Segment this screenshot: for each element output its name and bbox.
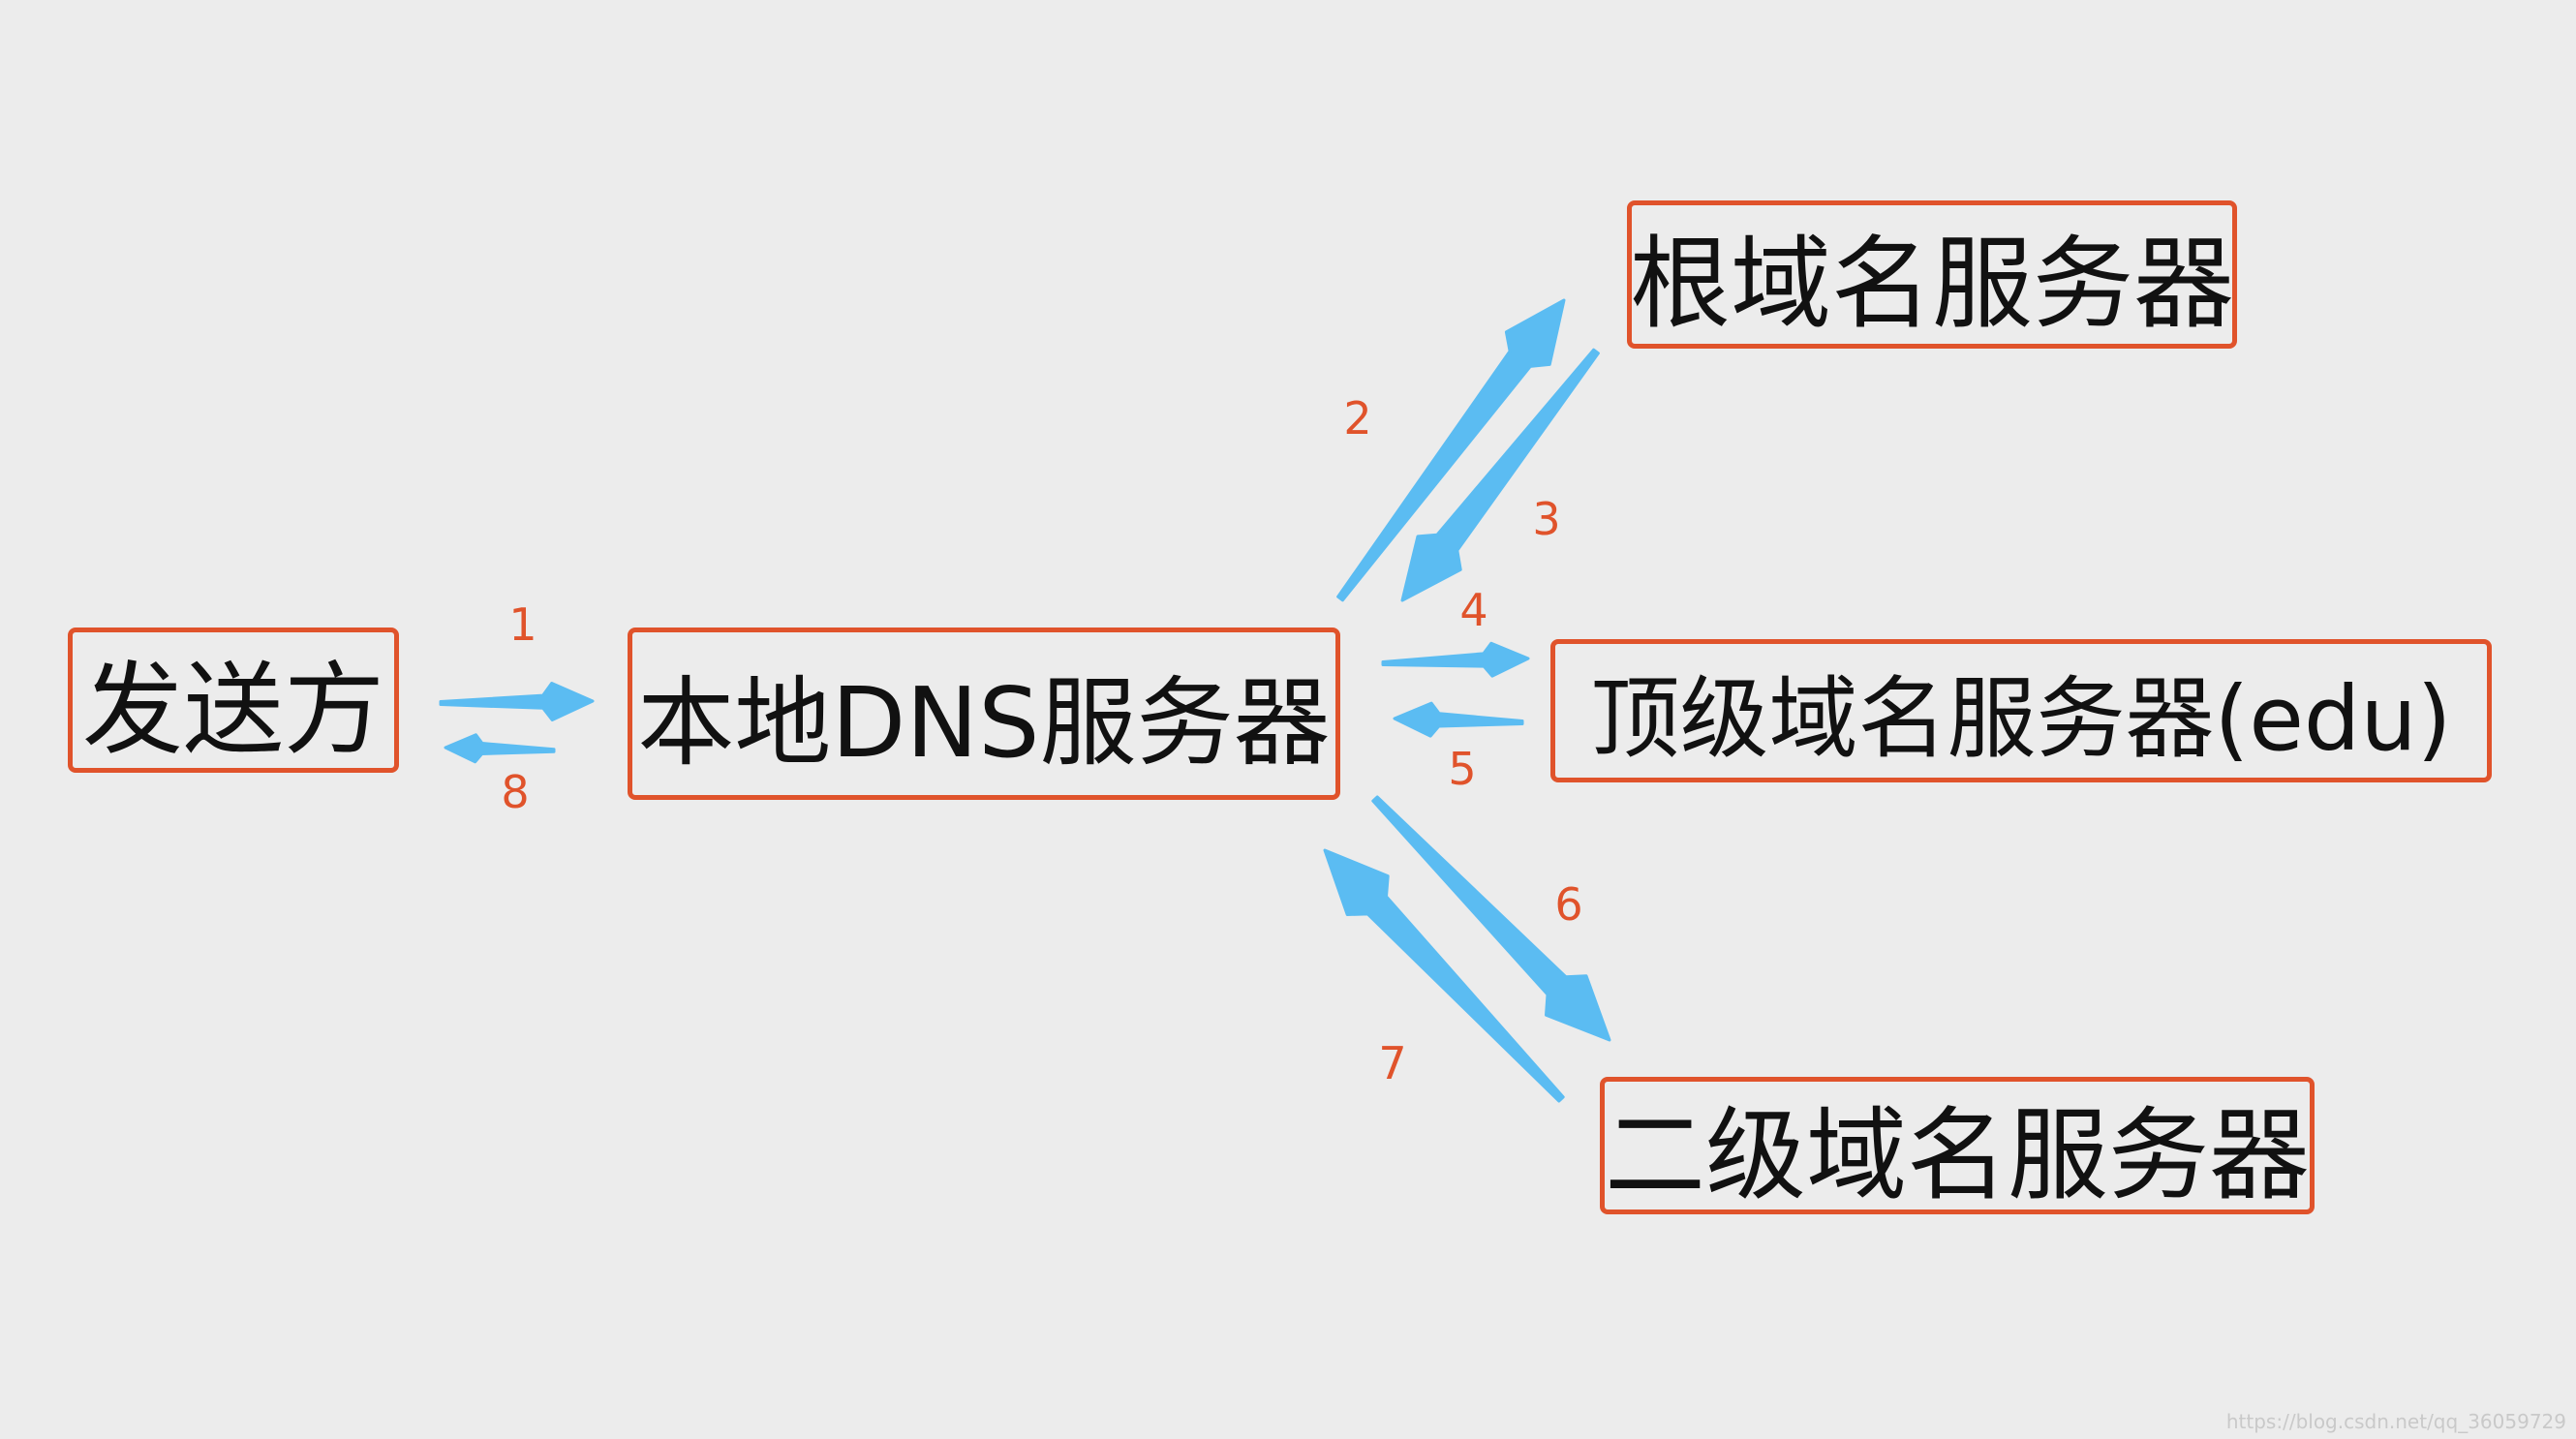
second-level-server-node: 二级域名服务器	[1600, 1077, 2315, 1214]
tld-server-label: 顶级域名服务器(edu)	[1590, 666, 2452, 771]
second-level-server-label: 二级域名服务器	[1605, 1095, 2311, 1214]
step-label-6: 6	[1554, 878, 1583, 931]
root-server-node: 根域名服务器	[1627, 200, 2237, 349]
sender-label: 发送方	[81, 650, 384, 769]
arrow-2	[1336, 298, 1566, 602]
step-label-3: 3	[1532, 493, 1561, 545]
arrow-4	[1381, 641, 1530, 678]
arrow-3	[1400, 348, 1600, 602]
local-dns-label: 本地DNS服务器	[637, 665, 1331, 780]
watermark-text: https://blog.csdn.net/qq_36059729	[2225, 1410, 2566, 1433]
arrow-6	[1371, 795, 1611, 1042]
step-label-8: 8	[501, 766, 530, 818]
step-label-5: 5	[1448, 743, 1477, 795]
arrow-5	[1393, 701, 1524, 738]
step-label-4: 4	[1459, 584, 1488, 636]
step-label-1: 1	[508, 598, 537, 651]
sender-node: 发送方	[68, 628, 399, 773]
step-label-2: 2	[1343, 392, 1372, 444]
local-dns-node: 本地DNS服务器	[628, 628, 1340, 800]
arrow-1	[439, 682, 595, 721]
tld-server-node: 顶级域名服务器(edu)	[1550, 639, 2492, 782]
arrow-8	[444, 733, 556, 764]
step-label-7: 7	[1378, 1037, 1407, 1089]
arrow-7	[1323, 848, 1565, 1103]
root-server-label: 根域名服务器	[1630, 225, 2235, 343]
